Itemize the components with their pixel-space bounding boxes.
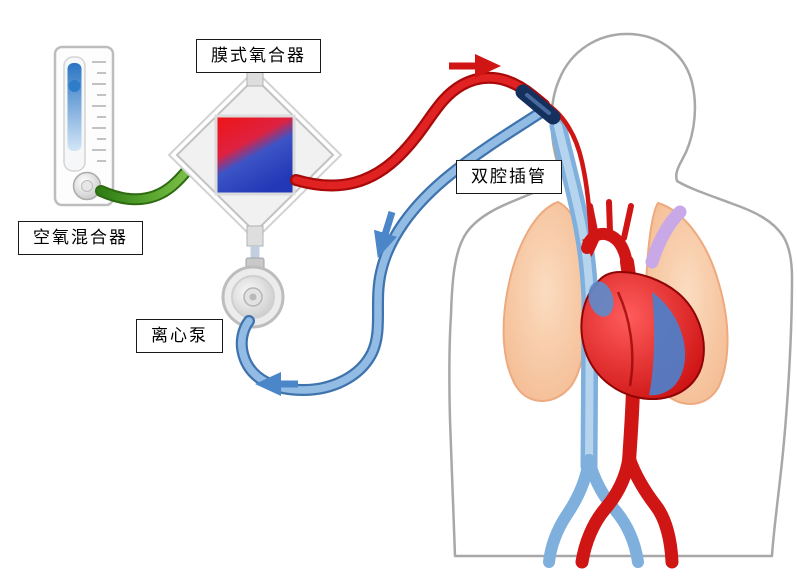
venous-flow-arrow-down	[374, 210, 397, 259]
flow-arrows	[255, 54, 501, 396]
blender-flow-column	[67, 63, 82, 151]
label-membrane-oxygenator: 膜式氧合器	[196, 39, 321, 73]
vena-cava	[549, 117, 599, 475]
blender-float-ball	[68, 80, 81, 92]
double-lumen-cannula-connector	[515, 84, 561, 125]
label-centrifugal-pump-text: 离心泵	[151, 326, 208, 345]
label-air-oxygen-blender: 空氧混合器	[18, 221, 143, 255]
pump-axis	[249, 293, 257, 301]
oxygenator-bottom-port	[246, 225, 264, 247]
label-air-oxygen-blender-text: 空氧混合器	[33, 228, 128, 247]
oxygenator-membrane	[214, 114, 296, 196]
iliac-vessels-red	[575, 451, 679, 569]
venous-tube	[235, 105, 549, 397]
heart	[580, 270, 705, 401]
blender-knob-center	[81, 180, 93, 192]
heart-right-chamber	[649, 292, 686, 396]
label-double-lumen-cannula-text: 双腔插管	[471, 167, 547, 186]
blender-scale-ticks	[92, 61, 106, 162]
iliac-vessels-blue	[543, 454, 644, 568]
label-double-lumen-cannula: 双腔插管	[456, 160, 562, 194]
arterial-tube	[290, 71, 550, 192]
label-centrifugal-pump: 离心泵	[136, 319, 223, 353]
pulmonary-vessel	[645, 205, 687, 269]
membrane-oxygenator	[167, 56, 343, 247]
heart-svc-entry	[588, 281, 614, 317]
patient-body	[448, 32, 794, 569]
heart-coronary-line	[616, 291, 634, 387]
label-membrane-oxygenator-text: 膜式氧合器	[211, 46, 306, 65]
centrifugal-pump	[221, 246, 285, 329]
air-oxygen-blender	[53, 45, 115, 207]
